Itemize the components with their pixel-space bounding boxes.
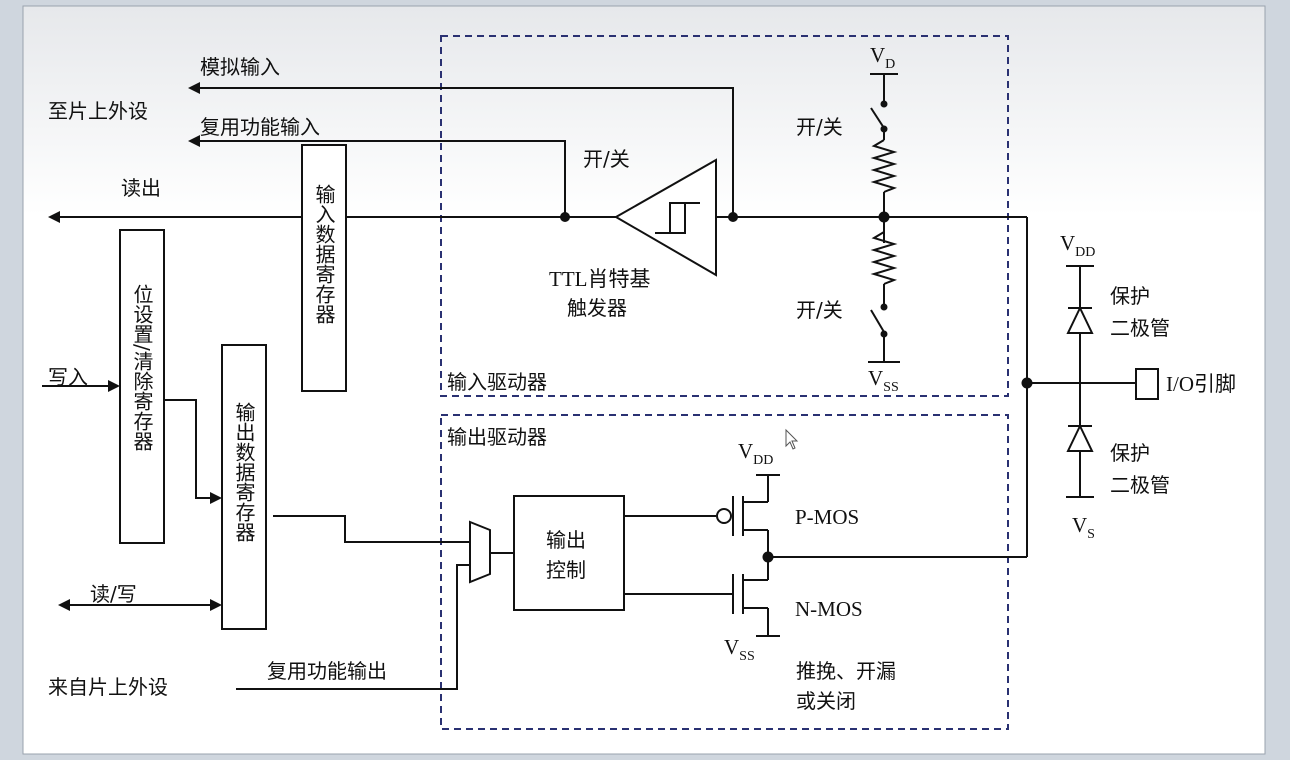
- ttl-schmitt-label-line2: 触发器: [567, 296, 627, 320]
- ttl-schmitt-label-line1: TTL肖特基: [549, 267, 650, 291]
- output-data-register-label: 输出数据寄存器: [232, 402, 256, 542]
- vdd-diode-supply-label: VDD: [1060, 231, 1095, 260]
- from-onchip-peripheral-label: 来自片上外设: [48, 675, 168, 699]
- trigger-on-off-label: 开/关: [583, 147, 630, 171]
- output-control-block: [513, 495, 625, 611]
- input-data-register: [301, 144, 347, 392]
- output-driver-box: [440, 414, 1009, 730]
- output-mode-label-line1: 推挽、开漏: [796, 659, 896, 683]
- to-onchip-peripheral-label: 至片上外设: [48, 99, 148, 123]
- vd-supply-label: VD: [870, 43, 895, 72]
- alt-function-output-label: 复用功能输出: [267, 659, 387, 683]
- bit-set-clear-register: [119, 229, 165, 544]
- protect-diode-top-line1: 保护: [1110, 284, 1150, 308]
- protect-diode-bottom-line2: 二极管: [1110, 473, 1170, 497]
- output-mux: [469, 520, 491, 584]
- output-control-label-line1: 输出: [546, 528, 586, 552]
- read-out-label: 读出: [121, 176, 161, 200]
- input-driver-label: 输入驱动器: [447, 370, 547, 394]
- analog-input-label: 模拟输入: [200, 55, 280, 79]
- output-mode-label-line2: 或关闭: [796, 689, 856, 713]
- alt-function-input-label: 复用功能输入: [200, 115, 320, 139]
- protection-diodes: [1066, 265, 1094, 498]
- pullup-on-off-label: 开/关: [796, 115, 843, 139]
- vss-output-supply-label: VSS: [724, 635, 755, 664]
- protect-diode-bottom-line1: 保护: [1110, 441, 1150, 465]
- mouse-cursor-icon: [785, 428, 799, 450]
- nmos-label: N-MOS: [795, 597, 863, 621]
- wires: [42, 82, 1136, 690]
- vs-diode-supply-label: VS: [1072, 513, 1095, 542]
- pulldown-on-off-label: 开/关: [796, 298, 843, 322]
- output-control-label-line2: 控制: [546, 558, 586, 582]
- mosfet-pair: [716, 474, 780, 637]
- read-write-label: 读/写: [90, 582, 137, 606]
- input-data-register-label: 输入数据寄存器: [312, 184, 336, 324]
- vss-input-supply-label: VSS: [868, 366, 899, 395]
- pull-up-pull-down: [868, 73, 900, 363]
- write-label: 写入: [48, 365, 88, 389]
- pmos-label: P-MOS: [795, 505, 859, 529]
- vdd-output-supply-label: VDD: [738, 439, 773, 468]
- bit-set-clear-register-label: 位设置/清除寄存器: [130, 284, 154, 451]
- output-data-register: [221, 344, 267, 630]
- output-driver-label: 输出驱动器: [447, 425, 547, 449]
- schmitt-trigger: [613, 158, 717, 277]
- protect-diode-top-line2: 二极管: [1110, 316, 1170, 340]
- io-pin-label: I/O引脚: [1166, 372, 1236, 396]
- io-pin-box: [1135, 368, 1159, 400]
- junction-dots: [560, 211, 1033, 563]
